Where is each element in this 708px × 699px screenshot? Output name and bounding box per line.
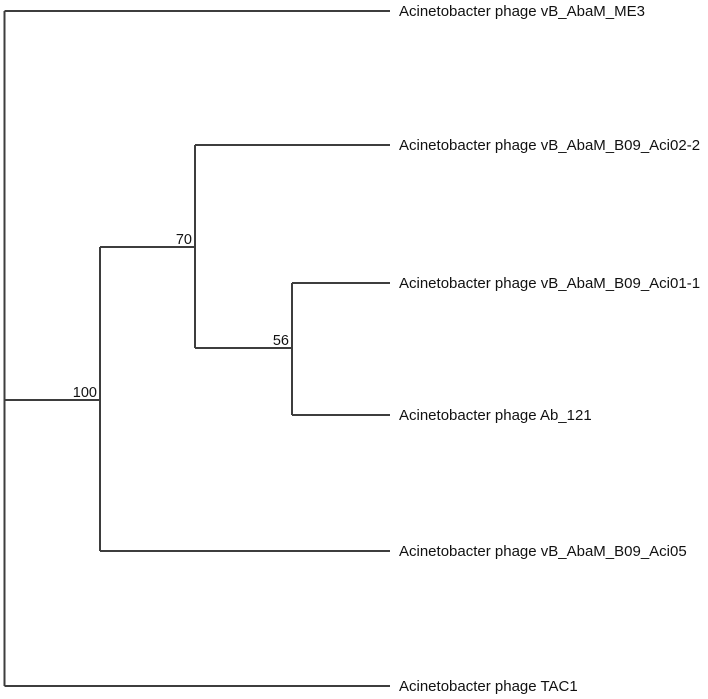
support-value-70: 70 <box>176 232 192 248</box>
leaf-label-aci05: Acinetobacter phage vB_AbaM_B09_Aci05 <box>399 543 687 560</box>
leaf-label-aci01-1: Acinetobacter phage vB_AbaM_B09_Aci01-1 <box>399 275 700 292</box>
leaf-label-tac1: Acinetobacter phage TAC1 <box>399 678 578 695</box>
leaf-label-ab121: Acinetobacter phage Ab_121 <box>399 407 592 424</box>
support-value-100: 100 <box>73 385 97 401</box>
support-value-56: 56 <box>273 333 289 349</box>
leaf-label-me3: Acinetobacter phage vB_AbaM_ME3 <box>399 3 645 20</box>
leaf-label-aci02-2: Acinetobacter phage vB_AbaM_B09_Aci02-2 <box>399 137 700 154</box>
